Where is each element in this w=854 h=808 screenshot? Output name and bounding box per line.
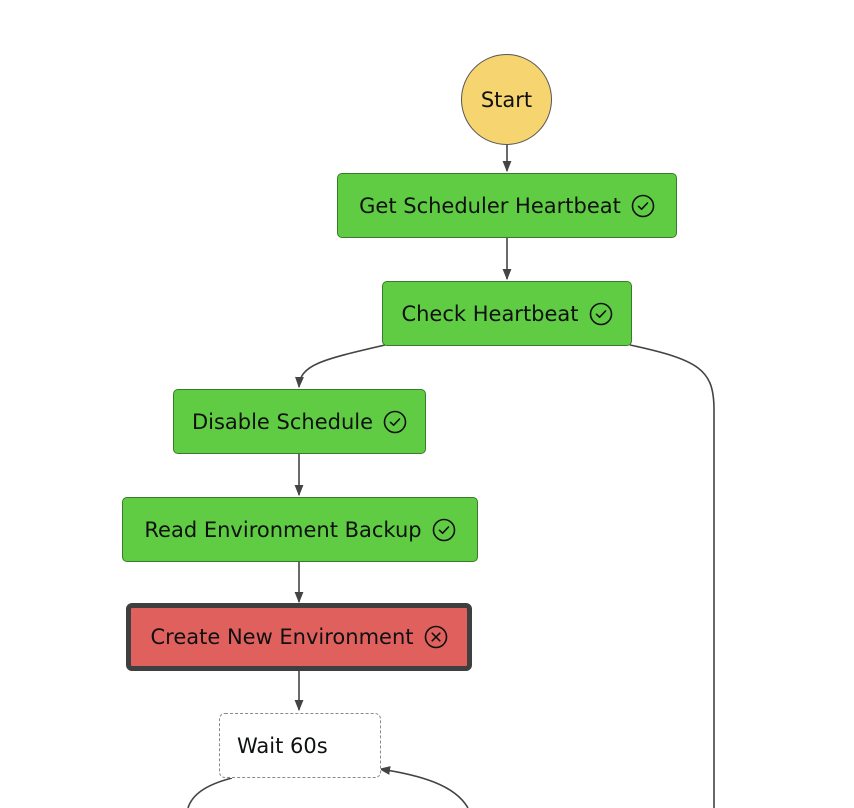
- state-label: Check Heartbeat: [401, 301, 579, 326]
- state-get-scheduler-heartbeat[interactable]: Get Scheduler Heartbeat: [337, 173, 677, 238]
- state-label: Get Scheduler Heartbeat: [359, 193, 621, 218]
- start-node[interactable]: Start: [461, 54, 552, 145]
- x-circle-icon: [424, 625, 448, 649]
- state-create-new-environment[interactable]: Create New Environment: [126, 603, 472, 671]
- state-label: Create New Environment: [150, 625, 414, 649]
- check-circle-icon: [383, 410, 407, 434]
- start-label: Start: [480, 87, 533, 112]
- edge-check-heartbeat-to-disable-schedule: [294, 344, 386, 389]
- edge-check-heartbeat-right-branch: [629, 344, 715, 808]
- state-label: Disable Schedule: [191, 409, 374, 434]
- check-circle-icon: [432, 518, 456, 542]
- state-label: Wait 60s: [237, 733, 328, 758]
- check-circle-icon: [589, 302, 613, 326]
- edge-loop-back-to-wait: [378, 766, 469, 808]
- state-disable-schedule[interactable]: Disable Schedule: [173, 389, 426, 454]
- state-check-heartbeat[interactable]: Check Heartbeat: [382, 281, 632, 346]
- check-circle-icon: [631, 194, 655, 218]
- edge-wait-outgoing: [187, 777, 233, 808]
- state-label: Read Environment Backup: [144, 517, 422, 542]
- state-read-environment-backup[interactable]: Read Environment Backup: [122, 497, 478, 562]
- state-wait-60s[interactable]: Wait 60s: [219, 713, 381, 778]
